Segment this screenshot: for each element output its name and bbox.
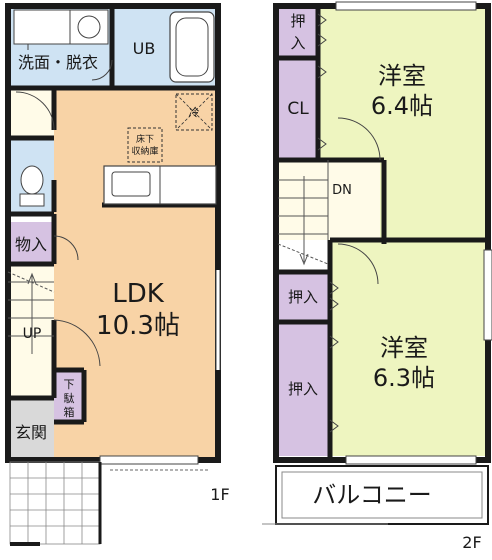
storage-label: 物入	[15, 235, 47, 254]
washing-machine	[69, 9, 109, 45]
bedroom2-window	[345, 455, 477, 465]
stair-2f-area	[278, 240, 328, 272]
hallway-area	[8, 88, 54, 138]
floor-2f-label: 2F	[462, 533, 481, 552]
shoe-box-label-1: 下	[64, 378, 75, 391]
closet-lower-label: 押入	[288, 380, 318, 398]
bedroom2-name-label: 洋室	[380, 334, 428, 362]
closet-cl-label: CL	[287, 99, 309, 119]
fridge-label: 冷	[189, 106, 200, 119]
stair-hall-area	[278, 160, 380, 240]
shoe-box-label-2: 駄	[64, 391, 75, 405]
porch	[9, 461, 101, 545]
closet-top-label-1: 押	[290, 12, 305, 30]
bedroom1-size-label: 6.4帖	[371, 92, 433, 120]
closet-cl-area	[278, 58, 318, 158]
floor-1f: 洗面・脱衣 UB 冷 床下 収納庫 物入 UP LDK 10.3帖 下 駄 箱 …	[5, 3, 230, 546]
fridge-space	[175, 93, 213, 131]
washbasin	[13, 9, 71, 45]
bathtub	[169, 11, 215, 83]
ldk-name-label: LDK	[112, 279, 165, 309]
bedroom1-name-label: 洋室	[378, 62, 426, 90]
unit-bath-label: UB	[133, 39, 156, 58]
toilet-bowl	[20, 165, 44, 195]
ldk-window	[99, 455, 199, 465]
ldk-size-label: 10.3帖	[96, 311, 180, 341]
floor-1f-label: 1F	[210, 485, 229, 504]
closet-mid-area	[278, 272, 328, 320]
underfloor-storage	[127, 127, 163, 163]
toilet-tank	[19, 193, 45, 207]
stairs-2f	[277, 160, 329, 266]
underfloor-label-2: 収納庫	[131, 145, 158, 157]
stair-area	[8, 264, 54, 398]
floor-2f: 押 入 CL 洋室 6.4帖 DN 押入 押入 洋室 6.3帖 バルコニー 2F	[262, 1, 492, 552]
bedroom-side-window	[483, 249, 492, 341]
stairs-down-label: DN	[332, 183, 352, 198]
shoe-box-label-3: 箱	[64, 405, 75, 419]
entrance-label: 玄関	[15, 423, 47, 442]
kitchen-sink	[111, 171, 151, 197]
closet-top-label-2: 入	[290, 34, 305, 52]
underfloor-label-1: 床下	[136, 133, 154, 145]
washroom-label: 洗面・脱衣	[18, 53, 98, 72]
bedroom1-window	[335, 1, 477, 11]
shoe-box-area	[54, 370, 84, 422]
stairs-up-label: UP	[23, 326, 42, 342]
balcony-label: バルコニー	[312, 481, 432, 509]
entrance-area	[8, 398, 54, 460]
closet-top-area	[278, 6, 318, 58]
storage-area	[8, 222, 54, 264]
bedroom2-size-label: 6.3帖	[373, 364, 435, 392]
bedroom2-area	[330, 242, 486, 456]
closet-mid-label: 押入	[288, 288, 318, 306]
balcony-area	[275, 465, 489, 525]
stairs-1f	[7, 271, 55, 354]
closet-lower-area	[278, 322, 328, 456]
